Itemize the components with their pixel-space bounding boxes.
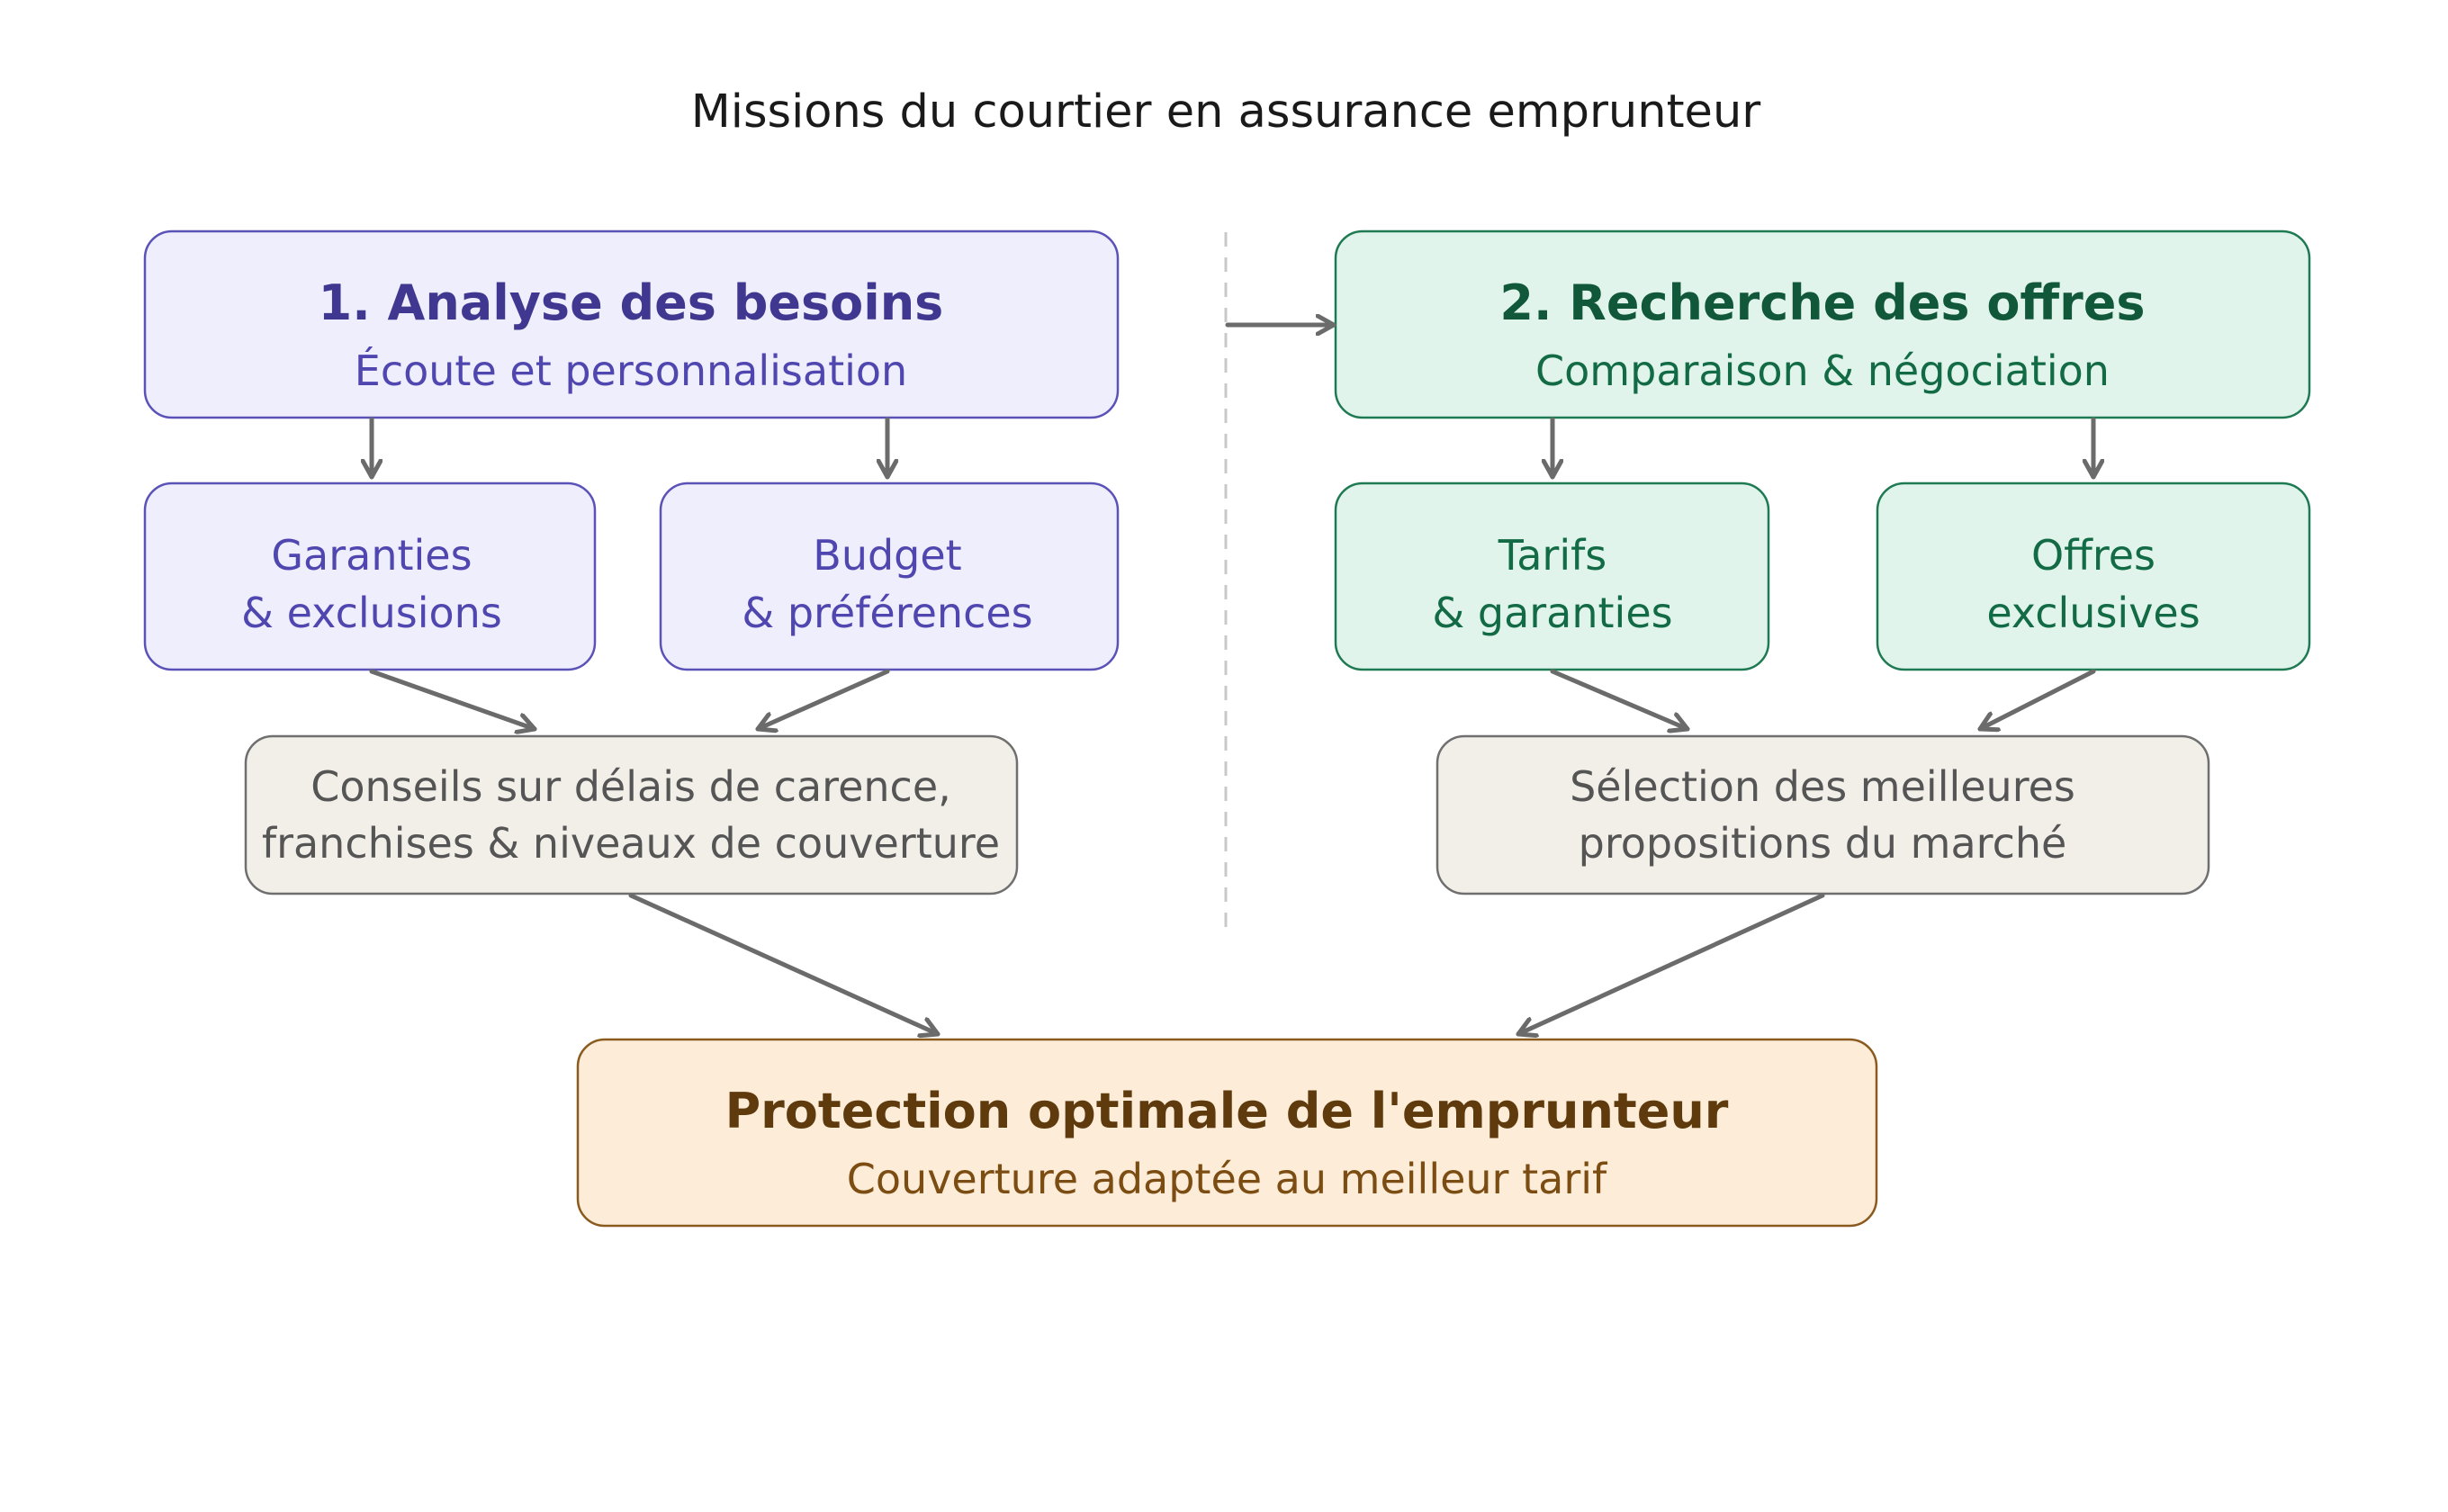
- selection-box: Sélection des meilleures propositions du…: [1436, 734, 2210, 896]
- selection-line1: Sélection des meilleures: [1570, 762, 2075, 811]
- garanties-exclusions-box: Garanties & exclusions: [143, 482, 597, 671]
- tarifs-line1: Tarifs: [1498, 531, 1607, 580]
- garanties-line1: Garanties: [271, 531, 472, 580]
- analyse-subtitle: Écoute et personnalisation: [355, 346, 907, 395]
- arrow-tarifs-to-selection: [1550, 669, 1690, 729]
- recherche-offres-box: 2. Recherche des offres Comparaison & né…: [1334, 230, 2311, 419]
- tarifs-line2: & garanties: [1432, 589, 1672, 637]
- selection-line2: propositions du marché: [1579, 819, 2067, 868]
- garanties-line2: & exclusions: [241, 589, 502, 637]
- budget-line2: & préférences: [742, 589, 1032, 637]
- analyse-heading: 1. Analyse des besoins: [319, 274, 944, 331]
- budget-line1: Budget: [813, 531, 961, 580]
- protection-subtitle: Couverture adaptée au meilleur tarif: [847, 1155, 1608, 1203]
- arrow-conseils-to-protection: [628, 893, 940, 1034]
- protection-box: Protection optimale de l'emprunteur Couv…: [576, 1038, 1878, 1228]
- arrow-budget-to-conseils: [755, 669, 890, 729]
- conseils-line2: franchises & niveaux de couverture: [262, 819, 1000, 868]
- offres-line2: exclusives: [1986, 589, 2200, 637]
- tarifs-garanties-box: Tarifs & garanties: [1334, 482, 1770, 671]
- conseils-line1: Conseils sur délais de carence,: [310, 762, 951, 811]
- diagram-title: Missions du courtier en assurance emprun…: [691, 86, 1760, 139]
- protection-heading: Protection optimale de l'emprunteur: [725, 1083, 1729, 1139]
- offres-line1: Offres: [2031, 531, 2156, 580]
- budget-preferences-box: Budget & préférences: [659, 482, 1120, 671]
- arrow-selection-to-protection: [1516, 893, 1825, 1034]
- offres-exclusives-box: Offres exclusives: [1876, 482, 2311, 671]
- recherche-subtitle: Comparaison & négociation: [1535, 346, 2110, 395]
- conseils-box: Conseils sur délais de carence, franchis…: [244, 734, 1019, 896]
- arrow-garanties-to-conseils: [369, 669, 537, 729]
- arrow-offres-to-selection: [1977, 669, 2096, 729]
- recherche-heading: 2. Recherche des offres: [1499, 274, 2145, 331]
- analyse-besoins-box: 1. Analyse des besoins Écoute et personn…: [143, 230, 1120, 419]
